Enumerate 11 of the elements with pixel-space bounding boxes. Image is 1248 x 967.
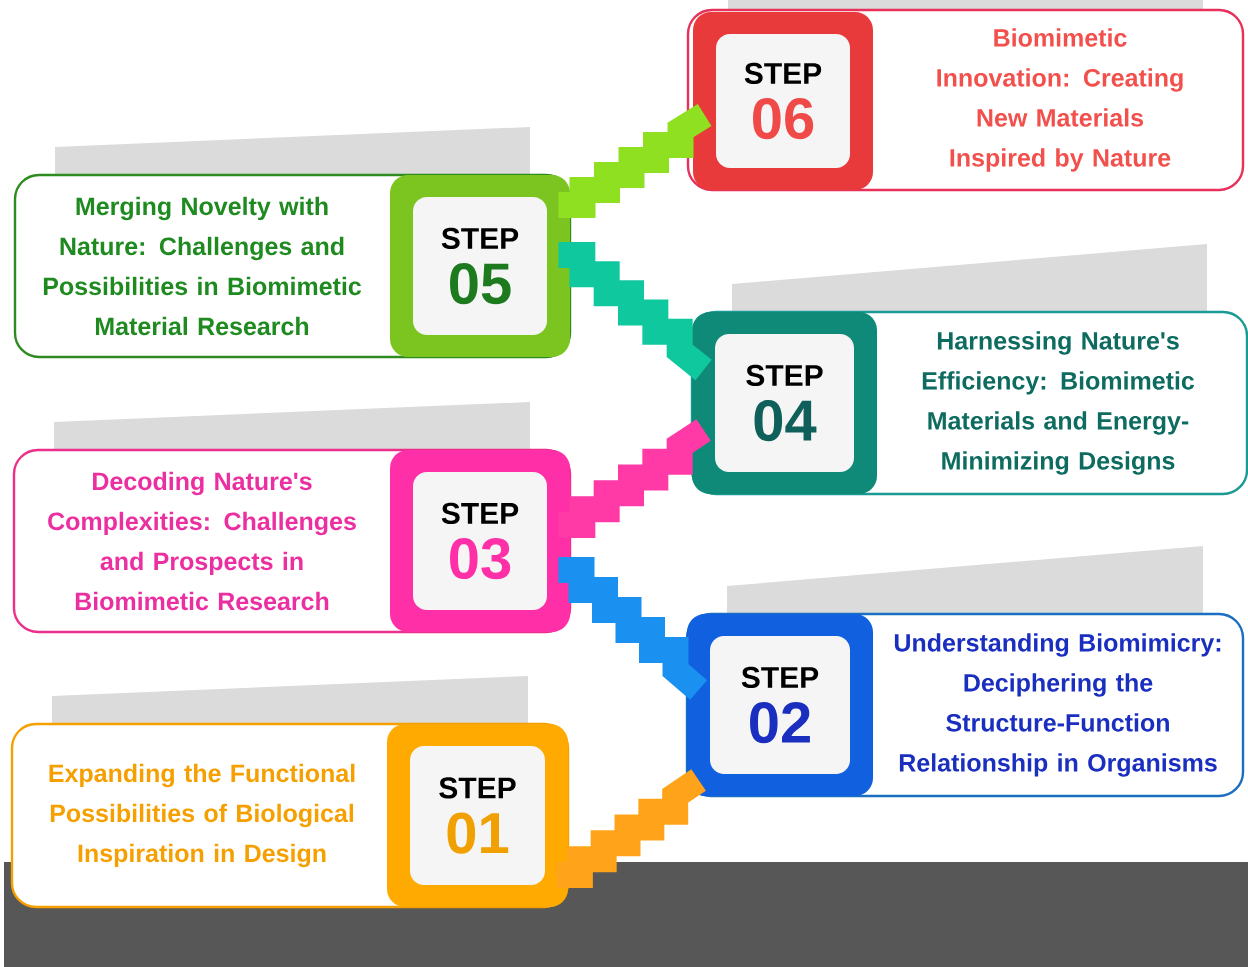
zigzag-connector — [558, 419, 711, 538]
step-badge: STEP 01 — [387, 724, 568, 907]
step-badge: STEP 02 — [687, 614, 873, 796]
step-badge: STEP 05 — [390, 175, 570, 357]
step-badge: STEP 03 — [390, 450, 570, 632]
step-badge: STEP 04 — [692, 312, 877, 494]
zigzag-connector — [558, 557, 708, 700]
zigzag-connector — [558, 242, 712, 381]
step-badge: STEP 06 — [693, 12, 873, 190]
zigzag-connector — [556, 769, 706, 888]
zigzag-connector — [558, 103, 712, 218]
